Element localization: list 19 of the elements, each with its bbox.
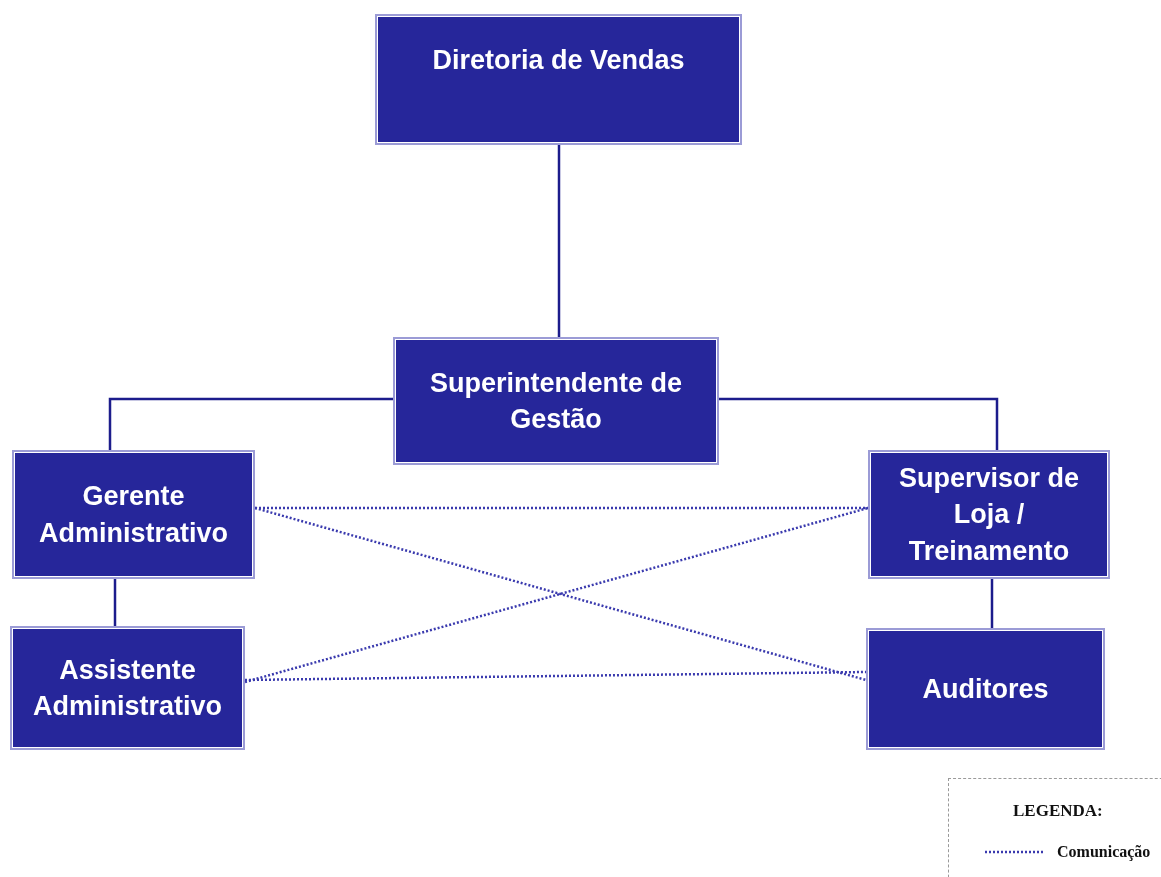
connector-line (990, 579, 994, 628)
legend-heading: LEGENDA: (1013, 801, 1103, 821)
box-title: Supervisor de Loja / Treinamento (897, 461, 1081, 568)
connector-line (108, 397, 393, 450)
connector-line (113, 579, 117, 626)
org-box (866, 628, 1105, 750)
box-title: Superintendente de Gestão (429, 366, 683, 436)
box-title: Diretoria de Vendas (432, 44, 685, 77)
connector-line (719, 397, 999, 450)
box-title: Gerente Administrativo (38, 480, 229, 550)
box-title: Auditores (922, 672, 1049, 706)
box-title: Assistente Administrativo (32, 653, 223, 723)
connector-line (557, 145, 561, 337)
org-box (375, 14, 742, 145)
org-box (12, 450, 255, 579)
legend-label: Comunicação (1057, 843, 1151, 861)
org-box (393, 337, 719, 465)
org-box (868, 450, 1110, 579)
org-box (10, 626, 245, 750)
